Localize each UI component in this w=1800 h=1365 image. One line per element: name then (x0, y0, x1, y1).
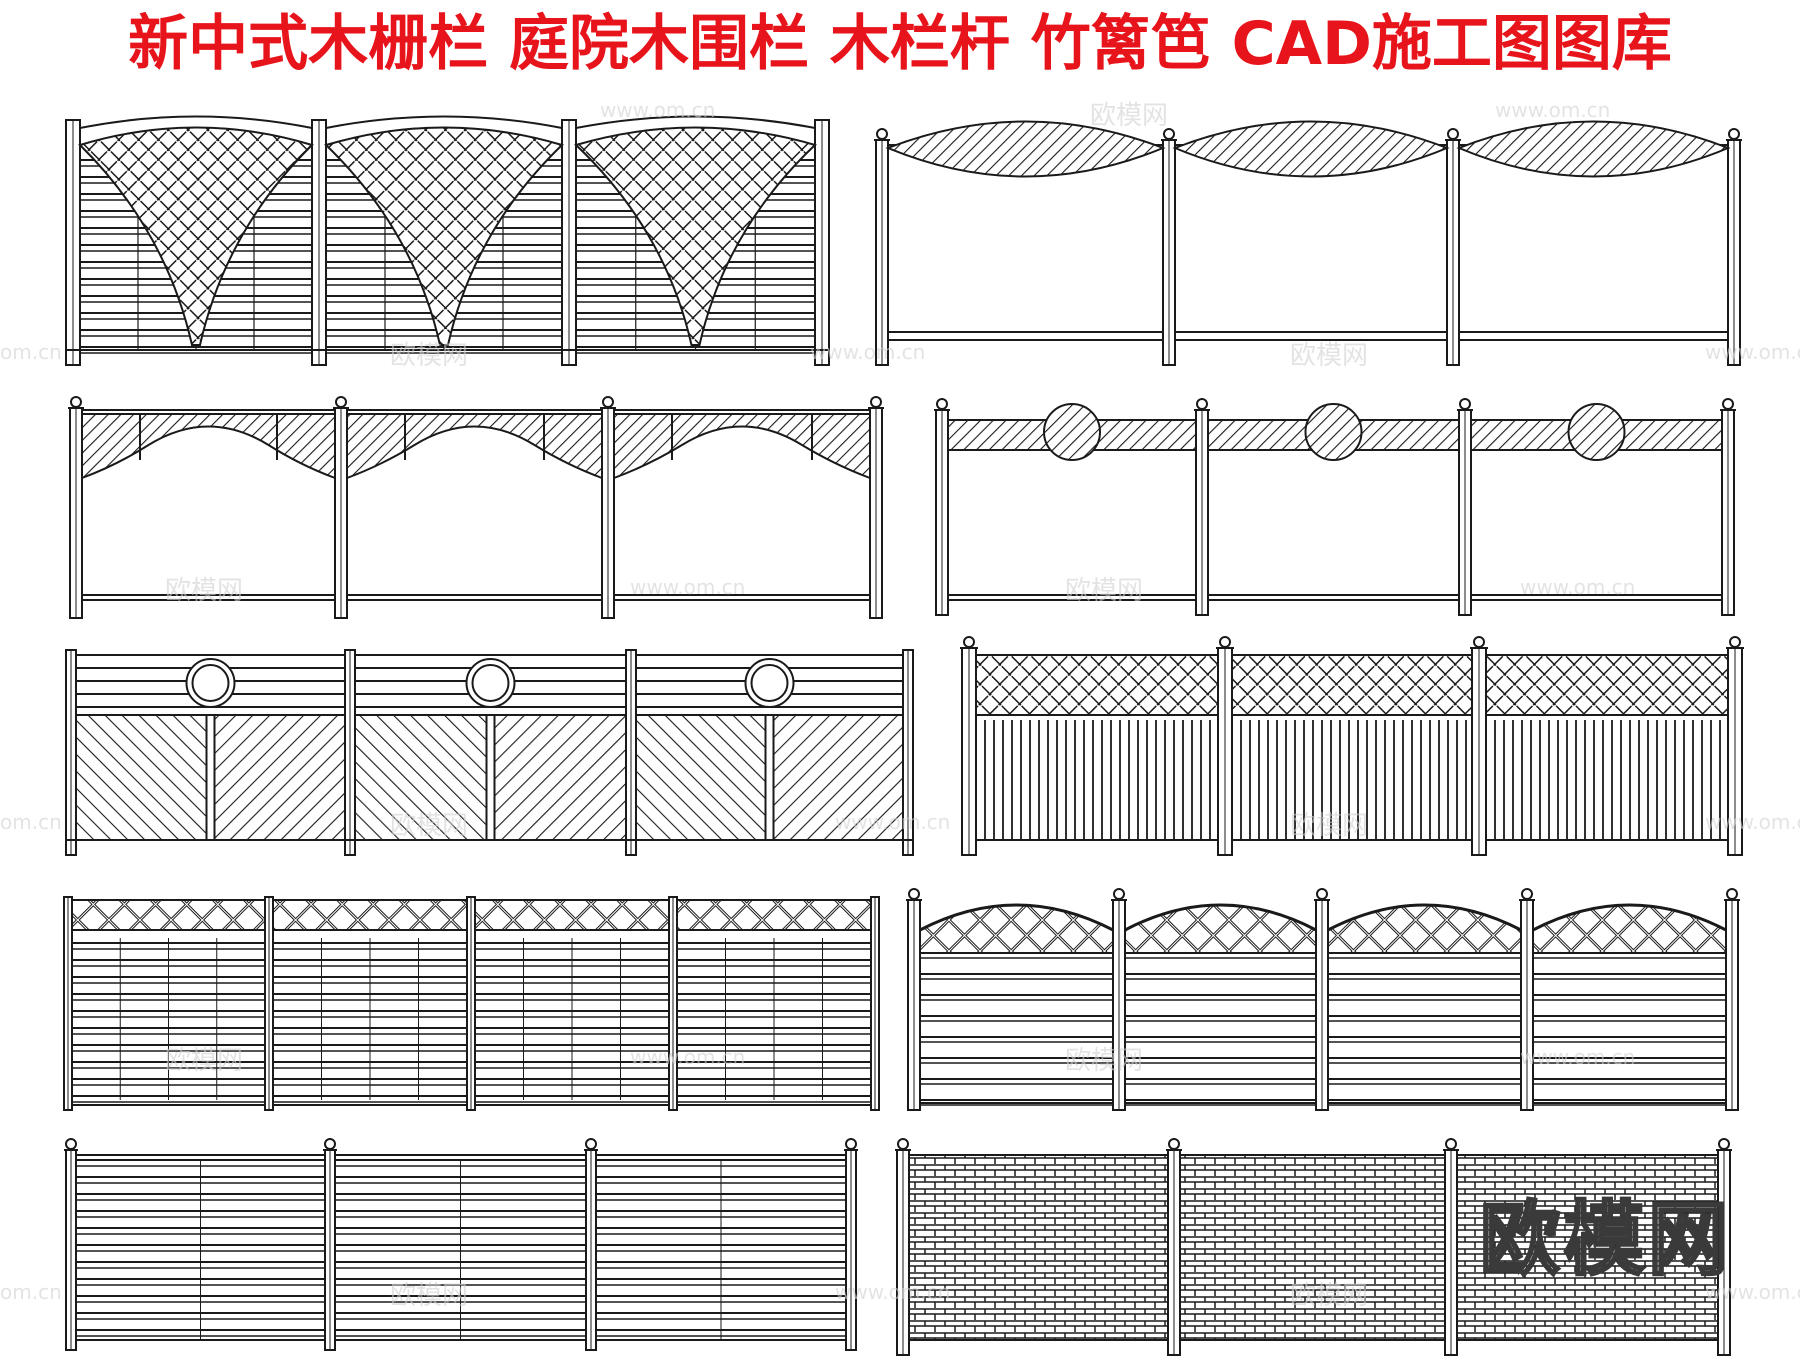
watermark-text: om.cn (0, 340, 62, 364)
watermark-text: www.om.cn (1705, 1280, 1800, 1304)
watermark-text: 欧模网 (1290, 1281, 1369, 1311)
watermark-text: 欧模网 (1290, 811, 1369, 841)
watermark-text: 欧模网 (1090, 101, 1169, 131)
watermark-text: 欧模网 (390, 1281, 469, 1311)
page-title: 新中式木栅栏 庭院木围栏 木栏杆 竹篱笆 CAD施工图图库 (128, 9, 1672, 79)
watermark-text: 欧模网 (1290, 341, 1369, 371)
watermark-text: www.om.cn (600, 98, 716, 122)
watermark-text: 欧模网 (390, 341, 469, 371)
watermark-text: 欧模网 (165, 576, 244, 606)
watermark-text: 欧模网 (1065, 576, 1144, 606)
watermark-text: om.cn (0, 1280, 62, 1304)
watermark-text: www.om.cn (1495, 98, 1611, 122)
watermark-text: www.om.cn (1705, 810, 1800, 834)
fence-oval-lattice-posts (874, 120, 1742, 366)
watermark-text: www.om.cn (1520, 1045, 1636, 1069)
watermark-text: www.om.cn (630, 575, 746, 599)
fence-arched-lattice-horizontal-slats (65, 115, 830, 366)
fence-round-window-diagonal-slats (65, 649, 914, 856)
fence-wave-lattice-posts (68, 396, 884, 619)
watermark-text: www.om.cn (810, 340, 926, 364)
watermark-text: www.om.cn (1520, 575, 1636, 599)
watermark-text: 欧模网 (1065, 1046, 1144, 1076)
watermark-text: 欧模网 (165, 1046, 244, 1076)
watermark-text: om.cn (0, 810, 62, 834)
watermark-text: www.om.cn (835, 810, 951, 834)
fence-woven-grid-posts (895, 1138, 1732, 1356)
watermark-logo: 欧模网 (1479, 1192, 1732, 1288)
fence-diamond-top-horizontal-slats (63, 896, 880, 1111)
watermark-text: 欧模网 (390, 811, 469, 841)
watermark-text: www.om.cn (835, 1280, 951, 1304)
watermark-text: www.om.cn (1705, 340, 1800, 364)
fence-arched-trellis-horizontal-boards (906, 888, 1740, 1111)
watermark-text: www.om.cn (630, 1045, 746, 1069)
fence-lattice-top-vertical-pickets (960, 636, 1744, 856)
fence-horizontal-slats-posts (64, 1138, 858, 1351)
fence-circle-lattice-posts (934, 398, 1736, 616)
